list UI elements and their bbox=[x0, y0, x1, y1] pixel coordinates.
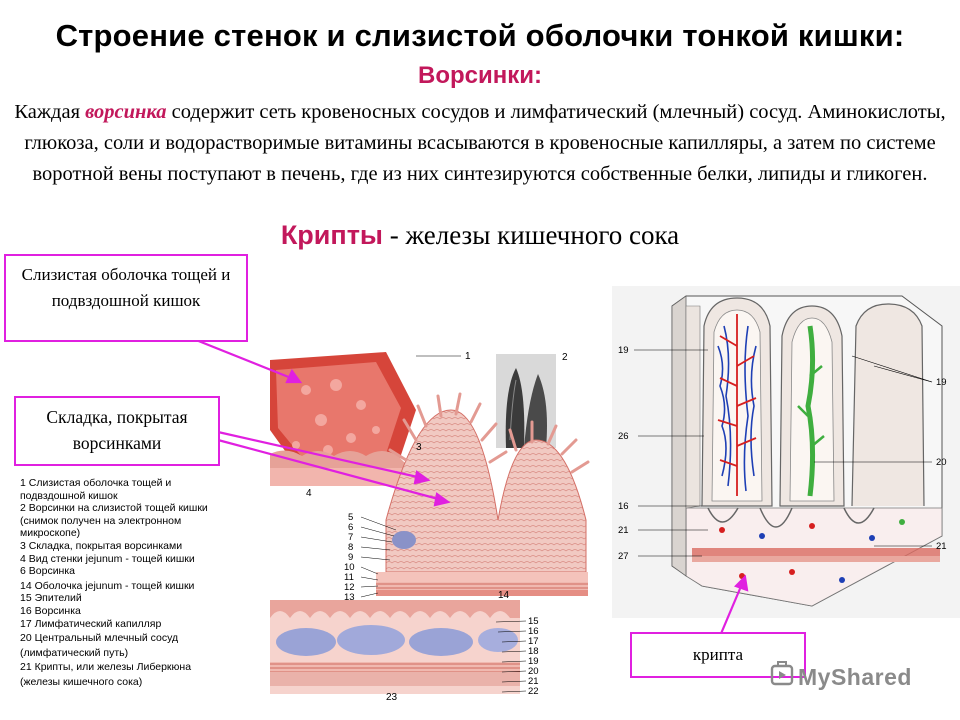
legend-line: (снимок получен на электронном bbox=[20, 514, 182, 527]
fig-label-16: 16 bbox=[528, 626, 539, 637]
legend-line: 3 Складка, покрытая ворсинками bbox=[20, 539, 183, 552]
legend-line: 21 Крипты, или железы Либеркюна bbox=[20, 661, 192, 674]
fig-label-15: 15 bbox=[528, 616, 539, 627]
para-text-start: Каждая bbox=[14, 101, 86, 123]
legend-line: 20 Центральный млечный сосуд bbox=[20, 632, 179, 645]
callout-crypt: крипта bbox=[630, 632, 806, 678]
fig-label-4: 4 bbox=[306, 488, 312, 499]
fig-label-11: 11 bbox=[344, 572, 354, 583]
legend-line: 16 Ворсинка bbox=[20, 604, 81, 617]
diag-label-27: 27 bbox=[618, 551, 629, 562]
crypts-word: Крипты bbox=[280, 220, 383, 250]
legend-line: (лимфатический путь) bbox=[20, 646, 129, 659]
fig-label-3: 3 bbox=[416, 442, 422, 453]
diag-label-19-left: 19 bbox=[618, 345, 629, 356]
legend-line: 2 Ворсинки на слизистой тощей кишки bbox=[20, 502, 208, 515]
fig-label-6: 6 bbox=[348, 522, 353, 533]
crypts-rest: - железы кишечного сока bbox=[383, 220, 680, 250]
diag-label-26: 26 bbox=[618, 431, 629, 442]
legend-line: микроскопе) bbox=[20, 527, 81, 540]
callout-mucosa: Слизистая оболочка тощей и подвздошной к… bbox=[4, 254, 248, 342]
callout-fold: Складка, покрытая ворсинками bbox=[14, 396, 220, 466]
villi-heading: Ворсинки: bbox=[417, 62, 542, 89]
page-title: Строение стенок и слизистой оболочки тон… bbox=[55, 18, 905, 53]
villus-crypt-diagram: 19 26 16 21 27 19 20 21 bbox=[612, 286, 960, 618]
diag-label-21-right: 21 bbox=[936, 541, 947, 552]
legend-line: 14 Оболочка jejunum - тощей кишки bbox=[20, 579, 195, 592]
para-text-rest: содержит сеть кровеносных сосудов и лимф… bbox=[24, 101, 946, 185]
fig-label-18: 18 bbox=[528, 646, 539, 657]
fig-label-9: 9 bbox=[348, 552, 353, 563]
fig-label-13: 13 bbox=[344, 592, 355, 603]
figure-legend: 1 Слизистая оболочка тощей и подвздошной… bbox=[20, 477, 272, 689]
diag-label-21-left: 21 bbox=[618, 525, 629, 536]
fig-label-23: 23 bbox=[386, 692, 398, 703]
watermark-text: MyShared bbox=[798, 664, 912, 690]
fig-label-1: 1 bbox=[465, 351, 471, 362]
diag-label-20: 20 bbox=[936, 457, 947, 468]
fig-label-12: 12 bbox=[344, 582, 355, 593]
fig-label-19: 19 bbox=[528, 656, 539, 667]
diag-label-16: 16 bbox=[618, 501, 629, 512]
legend-line: 15 Эпителий bbox=[20, 592, 82, 605]
fig-label-21: 21 bbox=[528, 676, 539, 687]
villi-description: Каждая ворсинка содержит сеть кровеносны… bbox=[10, 97, 950, 190]
diag-label-19-right: 19 bbox=[936, 377, 947, 388]
fig-label-17: 17 bbox=[528, 636, 539, 647]
legend-line: 4 Вид стенки jejunum - тощей кишки bbox=[20, 552, 195, 565]
watermark-logo-icon bbox=[770, 661, 794, 686]
fig-label-2: 2 bbox=[562, 352, 568, 363]
legend-line: 6 Ворсинка bbox=[20, 565, 76, 578]
fig-label-20: 20 bbox=[528, 666, 539, 677]
legend-line: 17 Лимфатический капилляр bbox=[20, 617, 162, 630]
fig-label-8: 8 bbox=[348, 542, 353, 553]
legend-line: (железы кишечного сока) bbox=[20, 675, 143, 688]
fig-label-7: 7 bbox=[348, 532, 353, 543]
fig-label-5: 5 bbox=[348, 512, 353, 523]
fig-label-14: 14 bbox=[498, 590, 510, 601]
para-emphasis-villus: ворсинка bbox=[85, 101, 167, 123]
crypts-heading: Крипты - железы кишечного сока bbox=[0, 220, 960, 251]
fig-label-10: 10 bbox=[344, 562, 355, 573]
legend-line: подвздошной кишок bbox=[20, 489, 118, 502]
fig-label-22: 22 bbox=[528, 686, 539, 697]
legend-line: 1 Слизистая оболочка тощей и bbox=[20, 477, 172, 489]
